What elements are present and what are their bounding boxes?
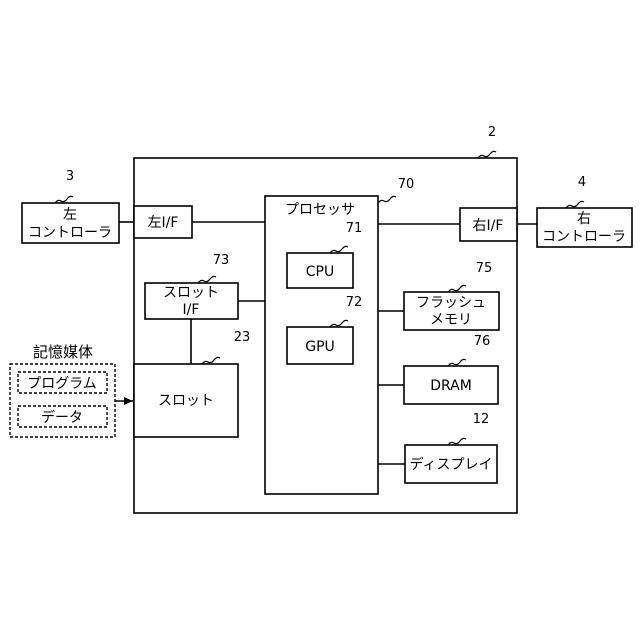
processor-label: プロセッサ — [285, 202, 355, 218]
flash-memory-label-line1: フラッシュ — [416, 295, 486, 311]
main-unit-ref: 2 — [488, 125, 496, 140]
slot-label: スロット — [158, 393, 214, 409]
left-if-label: 左I/F — [148, 215, 179, 231]
left-controller-label-line2: コントローラ — [28, 225, 112, 241]
right-controller-ref-leader — [566, 201, 584, 208]
right-controller-ref: 4 — [578, 175, 586, 190]
flash-memory-label-line2: メモリ — [430, 312, 472, 328]
left-controller-ref-leader — [55, 196, 73, 203]
right-controller-label-line1: 右 — [577, 211, 591, 227]
flash-memory-ref: 75 — [476, 261, 493, 276]
right-if-label: 右I/F — [473, 218, 504, 234]
program-label: プログラム — [27, 376, 97, 392]
slot-if-label-line1: スロット — [163, 285, 219, 301]
display-ref: 12 — [473, 412, 490, 427]
cpu-ref: 71 — [346, 221, 363, 236]
processor-ref: 70 — [398, 177, 415, 192]
gpu-label: GPU — [305, 339, 335, 355]
cpu-label: CPU — [306, 264, 334, 280]
slot-ref: 23 — [234, 330, 251, 345]
slot-if-label-line2: I/F — [183, 302, 200, 318]
slot-if-ref: 73 — [213, 253, 230, 268]
main-unit-ref-leader — [478, 151, 496, 158]
display-label: ディスプレイ — [409, 456, 492, 473]
right-controller-label-line2: コントローラ — [542, 229, 626, 245]
data-label: データ — [41, 409, 83, 426]
left-controller-ref: 3 — [66, 169, 74, 184]
gpu-ref: 72 — [346, 295, 363, 310]
storage-medium-title: 記憶媒体 — [33, 343, 93, 361]
dram-ref: 76 — [474, 334, 491, 349]
left-controller-label-line1: 左 — [63, 207, 77, 223]
dram-label: DRAM — [430, 378, 472, 394]
